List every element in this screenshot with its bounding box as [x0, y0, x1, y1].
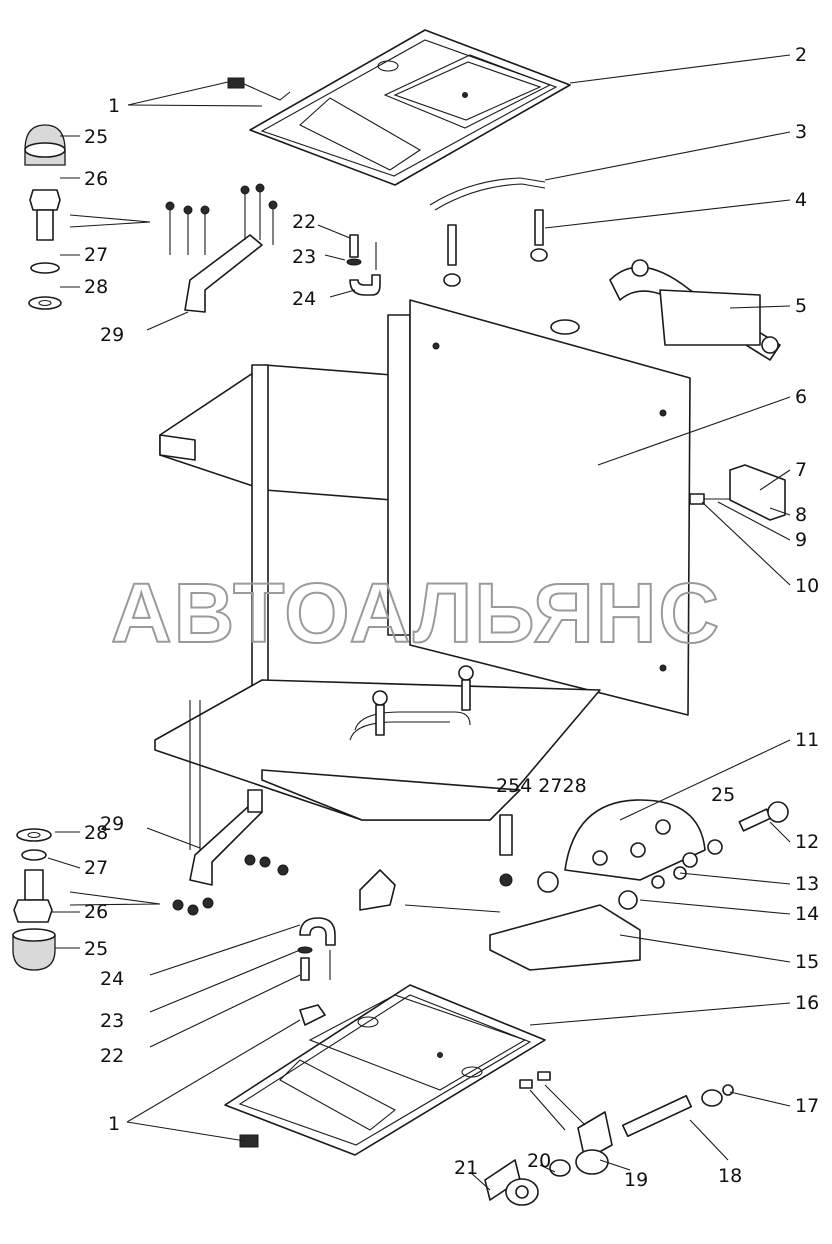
- callout-4: 4: [795, 189, 807, 211]
- mount-top-left: [24, 124, 66, 310]
- callout-28-top: 28: [84, 276, 108, 298]
- callout-29-top: 29: [100, 324, 124, 346]
- leader-lines: [47, 54, 791, 1191]
- callout-15: 15: [795, 951, 819, 973]
- callout-11: 11: [795, 729, 819, 751]
- callout-22-top: 22: [292, 211, 316, 233]
- callout-22-bottom: 22: [100, 1045, 124, 1067]
- callout-27-bottom: 27: [84, 857, 108, 879]
- callout-27-top: 27: [84, 244, 108, 266]
- hose-assembly-bottom: [297, 917, 336, 981]
- pivot-pin-assembly: [484, 1071, 734, 1206]
- callout-14: 14: [795, 903, 819, 925]
- callout-17: 17: [795, 1095, 819, 1117]
- callout-26-bottom: 26: [84, 901, 108, 923]
- callout-25-27-28-mid: 254 2728: [496, 775, 587, 797]
- side-bracket: [689, 464, 786, 521]
- callout-1-top: 1: [108, 95, 120, 117]
- hinge-assembly: [359, 799, 789, 971]
- callout-24-top: 24: [292, 288, 316, 310]
- callout-25-mid: 25: [711, 784, 735, 806]
- cable-and-bolts: [429, 177, 548, 287]
- mount-bottom-left: [12, 828, 56, 971]
- callout-2: 2: [795, 44, 807, 66]
- bottom-cover-plate: [224, 984, 546, 1156]
- bracket-bottom: [69, 700, 289, 916]
- callout-8: 8: [795, 504, 807, 526]
- callout-7: 7: [795, 459, 807, 481]
- callout-26-top: 26: [84, 168, 108, 190]
- callout-16: 16: [795, 992, 819, 1014]
- callout-3: 3: [795, 121, 807, 143]
- bracket-top: [69, 183, 278, 313]
- callout-1-bottom: 1: [108, 1113, 120, 1135]
- callout-10: 10: [795, 575, 819, 597]
- hose-assembly-top: [346, 234, 381, 296]
- callout-18: 18: [718, 1165, 742, 1187]
- callout-23-top: 23: [292, 246, 316, 268]
- callout-25-bottom: 25: [84, 938, 108, 960]
- callout-13: 13: [795, 873, 819, 895]
- callout-29-bottom: 29: [100, 813, 124, 835]
- callout-23-bottom: 23: [100, 1010, 124, 1032]
- callout-9: 9: [795, 529, 807, 551]
- callout-5: 5: [795, 295, 807, 317]
- callout-28-bottom: 28: [84, 822, 108, 844]
- callout-12: 12: [795, 831, 819, 853]
- callout-24-bottom: 24: [100, 968, 124, 990]
- callout-6: 6: [795, 386, 807, 408]
- callout-labels: 1 2 3 4 5 6 7 8 9 10 11 12 13 14 15 16 1…: [84, 44, 819, 1191]
- curved-support: [550, 259, 781, 361]
- callout-25-top: 25: [84, 126, 108, 148]
- top-cover-plate: [227, 29, 571, 186]
- callout-19: 19: [624, 1169, 648, 1191]
- main-frame: [154, 299, 691, 821]
- watermark-text: АВТОАЛЬЯНС: [111, 566, 721, 660]
- callout-21: 21: [454, 1157, 478, 1179]
- callout-20: 20: [527, 1150, 551, 1172]
